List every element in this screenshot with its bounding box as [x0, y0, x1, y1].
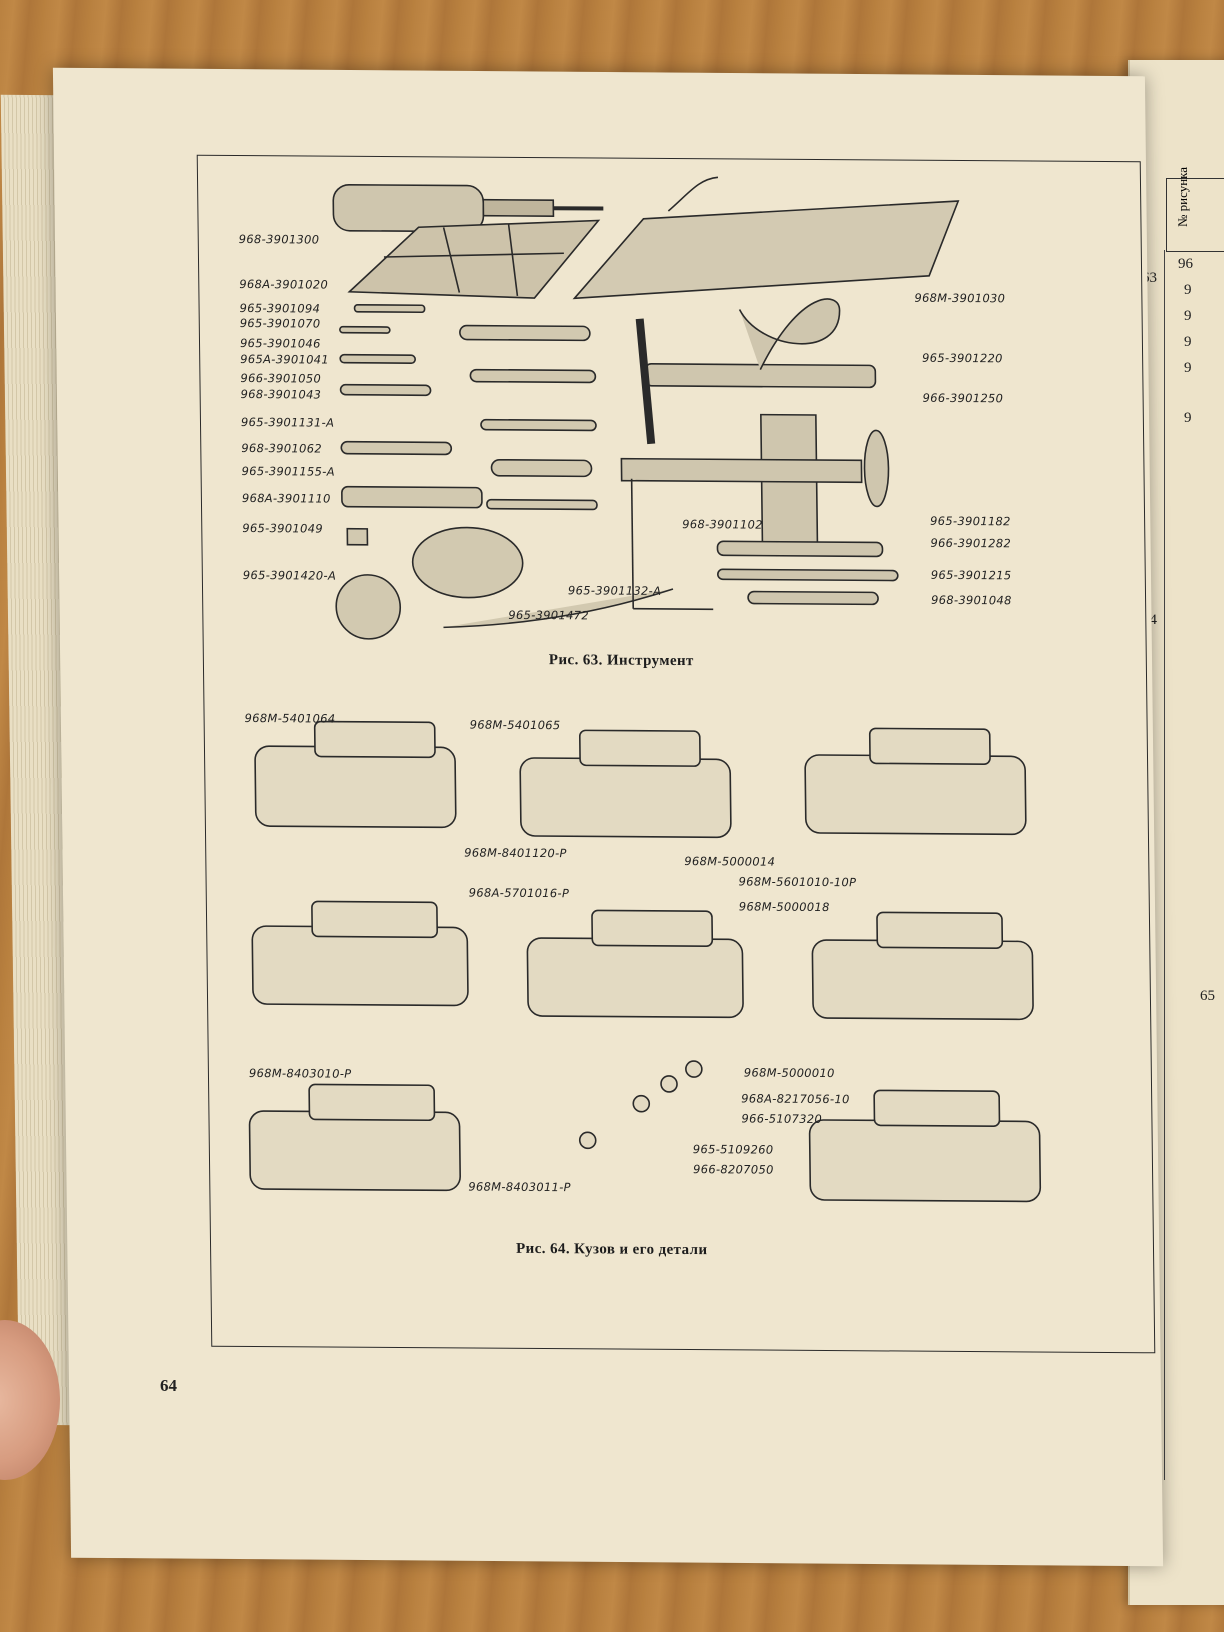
figure-63-caption: Рис. 63. Инструмент [548, 652, 694, 670]
part-label: 966-8207050 [692, 1162, 774, 1177]
part-label: 965-3901049 [242, 520, 323, 536]
right-page-table-header: № рисунка [1166, 167, 1224, 252]
right-page-fragment: 9 [1184, 360, 1192, 376]
part-label: 968-3901043 [240, 386, 322, 402]
part-label: 968-3901300 [238, 231, 320, 247]
figure-frame: 968-3901300 968A-3901020 965-3901094 965… [196, 154, 1156, 1354]
part-label: 968M-5401064 [244, 710, 336, 726]
pump-and-jack-illustration [620, 298, 899, 611]
right-page-header-text: № рисунка [1175, 166, 1190, 227]
part-label: 968M-5601010-10P [738, 874, 857, 890]
part-label: 966-3901282 [930, 535, 1012, 551]
part-label: 965-3901155-A [241, 463, 335, 479]
part-label: 965-3901420-A [242, 567, 337, 583]
part-label: 965-3901094 [239, 300, 321, 316]
illustration-drawing [248, 176, 1042, 1203]
part-label: 965A-3901041 [240, 351, 330, 367]
part-label: 968-3901062 [241, 440, 323, 456]
part-label: 968M-5000018 [738, 899, 830, 915]
part-label: 968A-5701016-P [468, 885, 570, 901]
right-page-fragment: 9 [1184, 410, 1192, 426]
page-number: 64 [160, 1376, 177, 1395]
part-label: 968M-3901030 [914, 290, 1006, 306]
part-label: 968M-5000014 [684, 854, 776, 869]
part-label: 965-3901070 [239, 315, 321, 331]
part-label: 968-3901048 [931, 592, 1012, 608]
right-page-fig-number: 65 [1200, 988, 1215, 1004]
part-label: 968M-5000010 [743, 1065, 835, 1081]
part-label: 966-3901050 [240, 370, 322, 386]
tool-roll-illustration [347, 219, 601, 299]
part-label: 965-3901472 [508, 607, 590, 623]
part-label: 965-3901215 [930, 567, 1012, 583]
part-label: 966-3901250 [922, 390, 1004, 406]
right-page-column-line [1164, 250, 1165, 1480]
right-page-fragment: 9 [1184, 282, 1192, 298]
right-page-fragment: 96 [1178, 256, 1193, 272]
right-page-fragment: 9 [1184, 308, 1192, 324]
figure-64-caption: Рис. 64. Кузов и его детали [515, 1240, 708, 1259]
grease-gun-illustration [332, 183, 604, 233]
wrench-set-illustration [335, 304, 674, 640]
part-label: 968M-8401120-P [464, 845, 567, 861]
right-page-fragment: 9 [1184, 334, 1192, 350]
part-label: 968A-8217056-10 [741, 1091, 850, 1107]
cover-bag-illustration [572, 176, 960, 300]
part-label: 968A-3901110 [241, 490, 331, 506]
part-label: 965-5109260 [692, 1142, 774, 1157]
part-label: 965-3901046 [239, 335, 321, 351]
part-label: 965-3901131-A [240, 414, 335, 430]
part-label: 968A-3901020 [239, 276, 329, 292]
part-label: 968M-8403010-P [248, 1065, 352, 1081]
part-label: 965-3901132-A [567, 583, 662, 598]
part-label: 968M-8403011-P [468, 1179, 571, 1195]
part-label: 965-3901220 [922, 350, 1003, 366]
part-label: 965-3901182 [930, 513, 1011, 529]
car-body-illustrations [248, 720, 1042, 1203]
part-label: 968M-5401065 [469, 717, 561, 733]
part-label: 968-3901102 [682, 517, 763, 532]
part-label: 966-5107320 [741, 1111, 823, 1126]
